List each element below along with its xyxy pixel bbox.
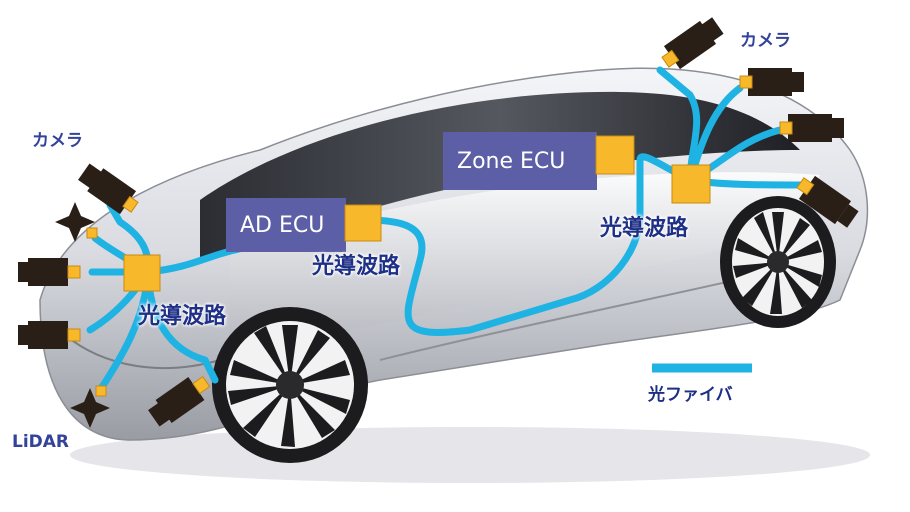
ad-ecu-label: AD ECU [240,212,325,238]
front-wheel [212,307,368,463]
waveguide-front-label: 光導波路 [138,304,227,329]
camera-front-mid [18,258,81,286]
camera-front-label: カメラ [32,131,83,151]
rear-wheel [720,196,836,328]
zone-ecu-node-top [595,135,635,175]
rear-hub-node [671,164,711,204]
camera-rear-top [661,17,724,70]
zone-ecu-label: Zone ECU [457,148,566,174]
lidar-bottom-icon [70,385,110,428]
camera-front-low [18,321,81,349]
ad-ecu-box: AD ECU [226,198,346,252]
camera-front-top [78,163,139,215]
fiber-ad-to-zone [361,153,694,336]
lidar-label: LiDAR [12,432,70,452]
camera-front-bottom [148,376,211,427]
lidar-top-icon [55,202,98,242]
camera-rear-2 [739,68,804,96]
camera-rear-label: カメラ [740,31,791,51]
camera-rear-4 [796,175,859,228]
zone-ecu-box: Zone ECU [443,132,597,190]
front-hub-node [123,254,161,292]
legend-fiber-label: 光ファイバ [648,385,733,405]
waveguide-center-label: 光導波路 [312,254,401,279]
waveguide-rear-label: 光導波路 [600,216,689,241]
ad-ecu-node-top [344,204,382,242]
camera-rear-3 [779,114,844,142]
